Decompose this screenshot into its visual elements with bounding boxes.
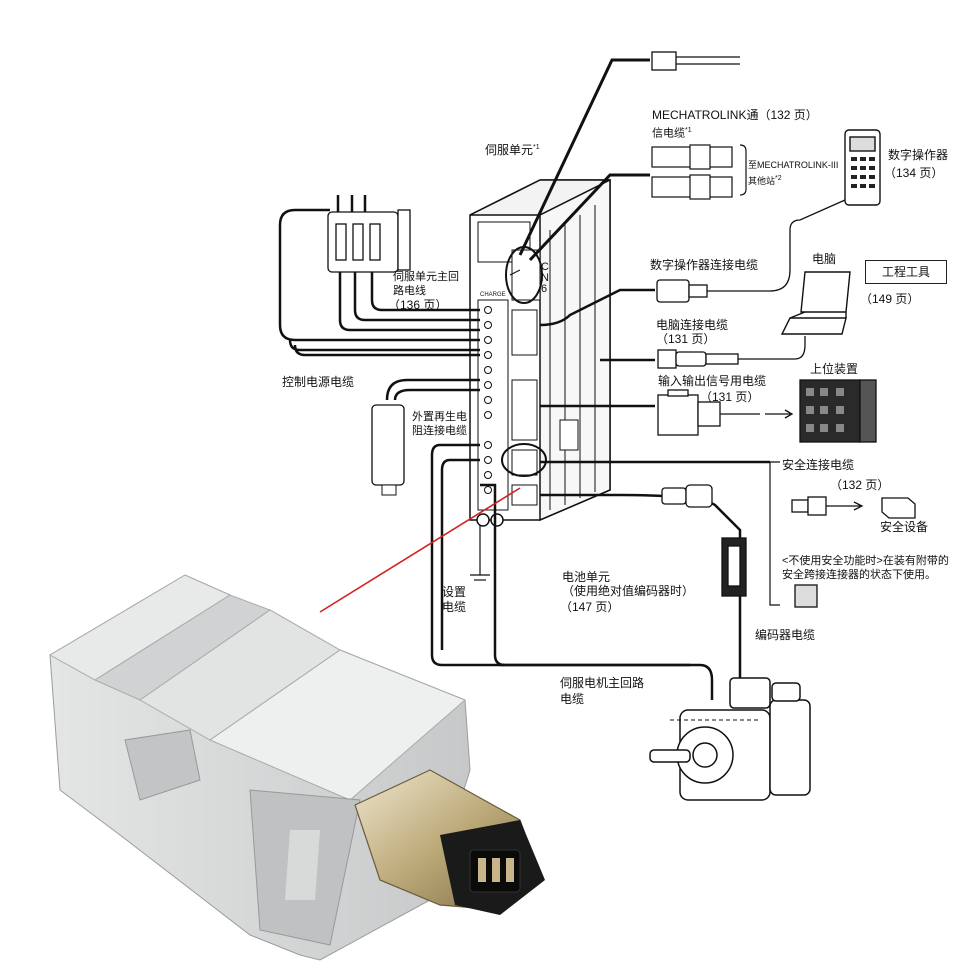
terminal-block bbox=[484, 306, 492, 494]
cn6-label: CN6 bbox=[541, 261, 549, 295]
io-connector bbox=[657, 389, 794, 436]
control-power-label: 控制电源电缆 bbox=[282, 375, 355, 389]
cn6-highlight bbox=[505, 246, 543, 304]
main-circuit-label-1: 伺服单元主回 bbox=[393, 271, 459, 283]
pc-cable-page: （131 页） bbox=[656, 332, 716, 346]
pc-cable bbox=[657, 336, 806, 369]
to-mechatrolink-1: 至MECHATROLINK-III bbox=[748, 160, 839, 170]
servo-unit-label: 伺服单元*1 bbox=[485, 143, 540, 157]
safety-note-1: <不使用安全功能时>在装有附带的 bbox=[782, 555, 949, 567]
main-circuit-label-2: 路电线 bbox=[393, 285, 426, 297]
safety-device-label: 安全设备 bbox=[880, 520, 929, 534]
motor-cable-label-1: 伺服电机主回路 bbox=[560, 676, 645, 690]
operator-cable bbox=[656, 199, 846, 303]
regen-resistor bbox=[371, 404, 405, 486]
battery-page: （147 页） bbox=[560, 600, 620, 614]
battery-label-2: （使用绝对值编码器时） bbox=[562, 584, 695, 598]
battery-label-1: 电池单元 bbox=[562, 570, 611, 584]
small-connector-top bbox=[651, 51, 740, 71]
computer-label: 电脑 bbox=[812, 252, 837, 266]
host-device-label: 上位装置 bbox=[810, 362, 859, 376]
safety-bracket bbox=[769, 461, 780, 606]
mechatrolink-sub: 信电缆*1 bbox=[652, 127, 692, 140]
motor-cable-label-2: 电缆 bbox=[560, 692, 585, 706]
mechatrolink-title: MECHATROLINK通（132 页） bbox=[652, 108, 818, 122]
cn8-highlight bbox=[501, 443, 547, 477]
encoder-cable-label: 编码器电缆 bbox=[755, 628, 816, 642]
pc-cable-label: 电脑连接电缆 bbox=[656, 318, 729, 332]
safety-cable bbox=[791, 496, 916, 608]
encoder-connector bbox=[661, 484, 747, 597]
charge-label: CHARGE bbox=[480, 292, 506, 298]
red-callout-line bbox=[319, 487, 521, 613]
mechatrolink-connectors bbox=[651, 144, 747, 200]
digital-operator bbox=[844, 129, 881, 206]
servo-motor bbox=[649, 677, 811, 801]
regen-label-2: 阻连接电缆 bbox=[412, 425, 467, 437]
magnetic-contactor bbox=[327, 209, 411, 273]
engineering-tool-page: （149 页） bbox=[860, 292, 920, 306]
setup-cable-label-1: 设置 bbox=[442, 585, 467, 599]
engineering-tool-box: 工程工具 bbox=[865, 260, 947, 284]
servo-drive bbox=[469, 178, 611, 527]
io-cable-page: （131 页） bbox=[700, 390, 760, 404]
digital-operator-label: 数字操作器 bbox=[888, 148, 949, 162]
safety-cable-page: （132 页） bbox=[830, 478, 890, 492]
to-mechatrolink-2: 其他站*2 bbox=[748, 175, 782, 186]
digital-operator-page: （134 页） bbox=[884, 166, 944, 180]
laptop bbox=[780, 271, 851, 335]
safety-note-2: 安全跨接连接器的状态下使用。 bbox=[782, 569, 936, 581]
setup-cable-label-2: 电缆 bbox=[442, 600, 467, 614]
safety-cable-label: 安全连接电缆 bbox=[782, 458, 855, 472]
main-circuit-page: （136 页） bbox=[388, 298, 448, 312]
regen-label-1: 外置再生电 bbox=[412, 411, 467, 423]
leader-lines bbox=[518, 58, 650, 262]
connector-photo bbox=[48, 574, 545, 961]
operator-cable-label: 数字操作器连接电缆 bbox=[650, 258, 759, 272]
io-cable-label: 输入输出信号用电缆 bbox=[658, 374, 767, 388]
host-controller bbox=[799, 379, 877, 443]
